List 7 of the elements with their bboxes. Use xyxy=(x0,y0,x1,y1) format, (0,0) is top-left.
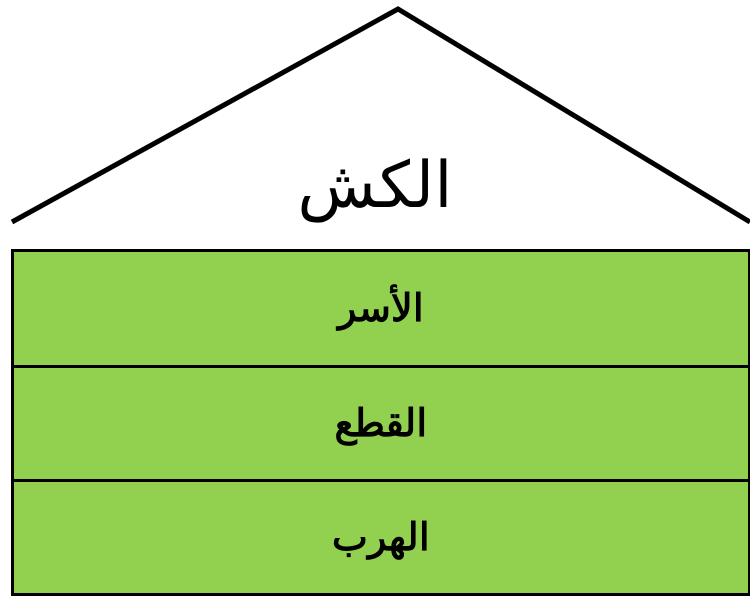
layer-band xyxy=(11,365,750,482)
band-label: الأسر xyxy=(338,286,424,331)
band-label: القطع xyxy=(334,402,428,446)
layer-band xyxy=(11,249,750,368)
layer-band xyxy=(11,479,750,596)
band-label: الهرب xyxy=(332,516,430,560)
roof-title: الكش xyxy=(298,148,452,222)
